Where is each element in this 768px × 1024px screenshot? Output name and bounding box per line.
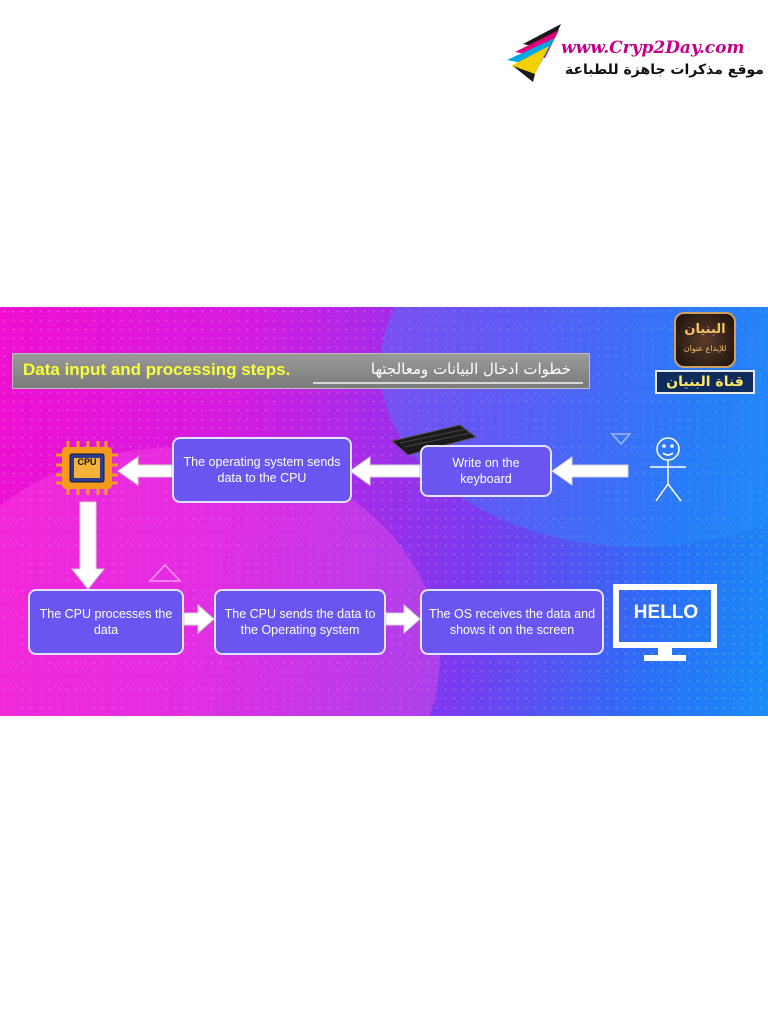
step-cpu-processes: The CPU processes the data	[28, 589, 184, 655]
keyboard-icon	[390, 424, 478, 456]
step-cpu-sends-data: The CPU sends the data to the Operating …	[214, 589, 386, 655]
decor-triangle-icon	[610, 433, 632, 446]
arrow-send-to-receive	[385, 603, 421, 635]
title-underline	[313, 382, 583, 384]
monitor-icon	[613, 584, 717, 661]
cpu-chip-icon	[56, 441, 118, 495]
title-arabic: خطوات ادخال البيانات ومعالجتها	[370, 360, 571, 378]
arrow-cpu-down	[70, 501, 106, 590]
stick-figure-icon	[650, 437, 686, 502]
logo-chevrons-icon	[507, 24, 561, 82]
arrow-person-to-keyboard	[551, 456, 629, 486]
channel-logo-title: البنيان	[684, 322, 726, 337]
step-write-keyboard: Write on the keyboard	[420, 445, 552, 497]
title-english: Data input and processing steps.	[23, 360, 291, 379]
cpu-chip-label: CPU	[77, 457, 97, 467]
site-tagline: موقع مذكرات جاهزة للطباعة	[565, 62, 764, 78]
arrow-process-to-send	[183, 603, 215, 635]
site-url[interactable]: www.Cryp2Day.com	[561, 38, 745, 58]
decor-triangle-icon	[148, 563, 182, 582]
channel-name-badge: قناة البنيان	[655, 370, 755, 394]
arrow-keyboard-to-os	[349, 456, 421, 486]
monitor-text: HELLO	[633, 602, 699, 623]
arrow-os-to-cpu	[117, 456, 173, 486]
step-os-sends-data: The operating system sends data to the C…	[172, 437, 352, 503]
title-bar: Data input and processing steps. خطوات ا…	[12, 353, 590, 389]
site-logo[interactable]: www.Cryp2Day.com موقع مذكرات جاهزة للطبا…	[505, 18, 764, 88]
flow-graphics	[56, 424, 717, 661]
diagram-slide: Data input and processing steps. خطوات ا…	[0, 307, 768, 716]
step-os-receives-data: The OS receives the data and shows it on…	[420, 589, 604, 655]
channel-logo: البنيان للإبداع عنوان	[674, 312, 736, 368]
channel-logo-subtitle: للإبداع عنوان	[683, 344, 727, 353]
